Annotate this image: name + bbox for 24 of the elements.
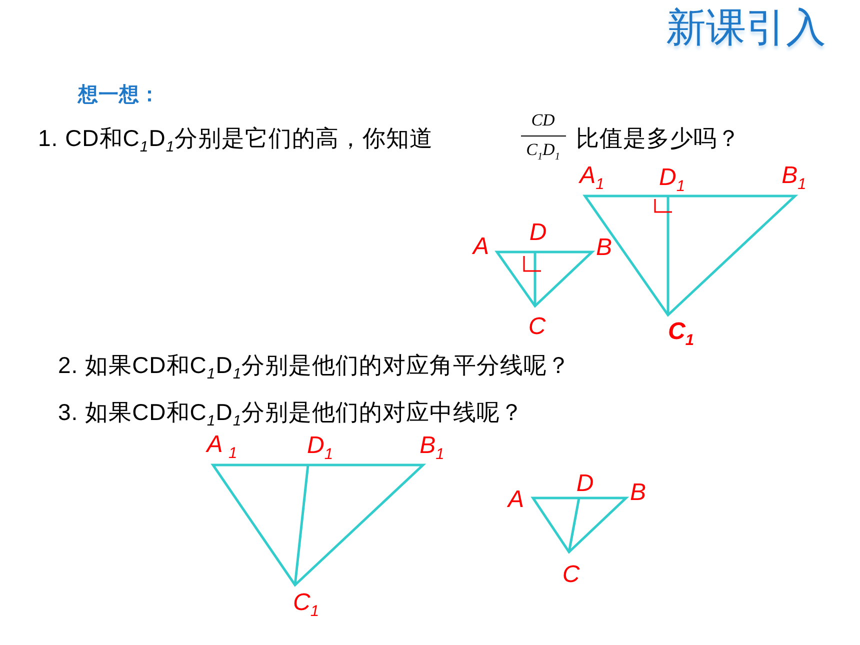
point-label: D$_{1}$: [658, 165, 686, 195]
fraction-denominator: C$_{1}$D$_{1}$: [526, 141, 560, 163]
section-title: 新课引入: [666, 6, 826, 50]
question-text: 3. 如果CD和C$_{1}$D$_{1}$分别是他们的对应中线呢？: [58, 400, 524, 430]
point-label: B$_{1}$: [782, 163, 806, 193]
prompt-heading: 想一想：: [78, 84, 160, 106]
question-text: 比值是多少吗？: [576, 126, 740, 152]
point-label: C: [562, 562, 580, 588]
point-label: B: [596, 234, 612, 262]
point-label: B: [630, 480, 646, 506]
question-text: 1. CD和C$_{1}$D$_{1}$分别是它们的高，你知道: [38, 126, 434, 156]
point-label: C$_{1}$: [668, 319, 694, 349]
point-label: A: [473, 234, 489, 260]
point-label: D: [576, 470, 594, 498]
fraction-numerator: CD: [531, 112, 555, 130]
point-label: D: [529, 220, 547, 246]
point-label: A: [508, 486, 524, 514]
point-label: C$_{1}$: [292, 590, 320, 620]
point-label: D$_{1}$: [306, 433, 334, 463]
point-label: B$_{1}$: [420, 433, 444, 463]
point-label: C: [528, 314, 546, 340]
point-label: A$_{1}$: [580, 163, 604, 193]
point-label: A $_{1}$: [206, 432, 238, 462]
question-text: 2. 如果CD和C$_{1}$D$_{1}$分别是他们的对应角平分线呢？: [58, 353, 571, 384]
